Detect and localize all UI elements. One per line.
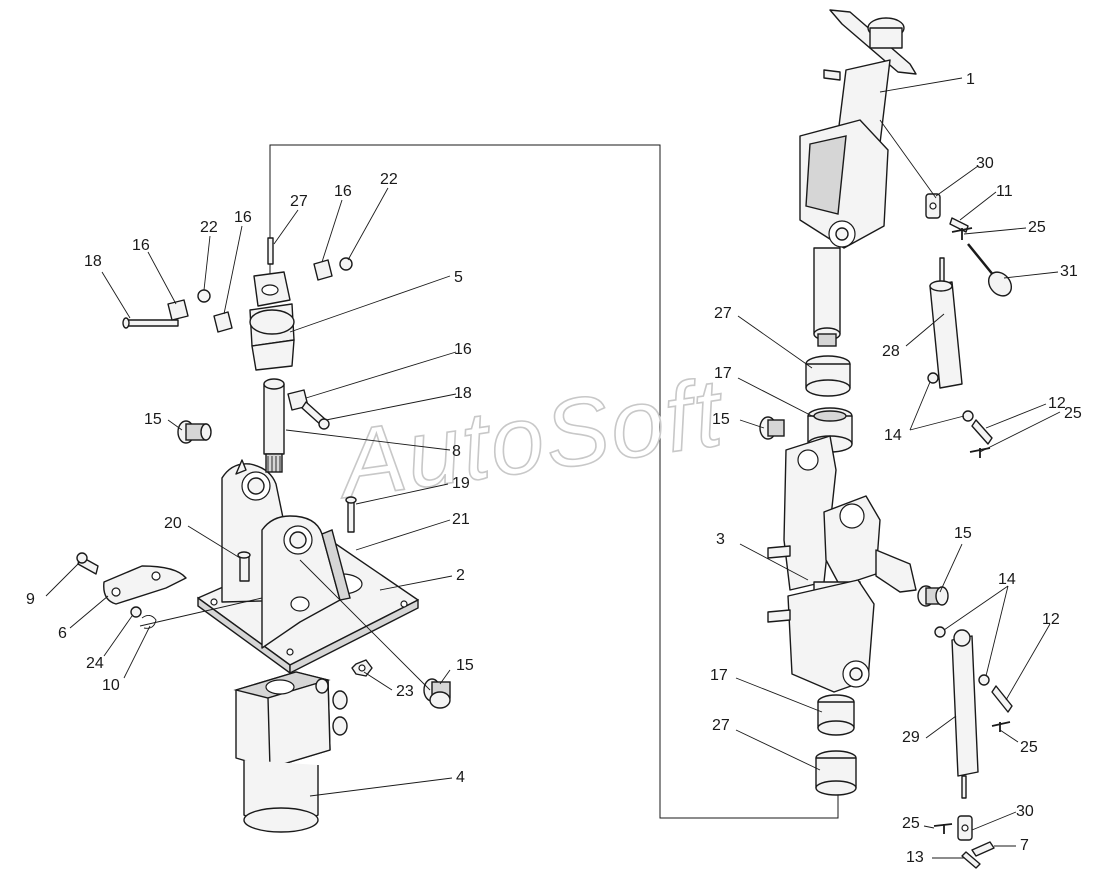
part-1-steering-column	[799, 9, 917, 249]
callout-30-lower: 30	[1016, 803, 1034, 820]
part-25-cotter-d	[933, 823, 953, 834]
callout-2: 2	[456, 567, 465, 584]
callout-10: 10	[102, 677, 120, 694]
callout-22-b: 22	[380, 171, 398, 188]
part-25-cotter-b	[969, 447, 991, 458]
watermark: AutoSoft	[329, 359, 731, 519]
callout-6: 6	[58, 625, 67, 642]
callout-19: 19	[452, 475, 470, 492]
part-18-bolt-right	[301, 401, 330, 430]
callout-17-lower: 17	[710, 667, 728, 684]
callout-1: 1	[966, 71, 975, 88]
callout-17-upper: 17	[714, 365, 732, 382]
callout-15-b: 15	[456, 657, 474, 674]
part-12-pin-upper	[971, 419, 993, 445]
part-27-bushing-upper	[805, 355, 851, 397]
part-24-ring	[130, 606, 142, 618]
callout-labels: 18 16 22 16 27 16 22 5 16 18 8 15 19 21 …	[26, 71, 1082, 866]
callout-27-lower: 27	[712, 717, 730, 734]
part-22-nut-a	[197, 289, 211, 303]
callout-28: 28	[882, 343, 900, 360]
part-15-plug-right-upper	[759, 416, 785, 440]
callout-3: 3	[716, 531, 725, 548]
callout-16-b: 16	[234, 209, 252, 226]
callout-8: 8	[452, 443, 461, 460]
part-29-gas-spring	[951, 629, 979, 799]
part-19-bolt	[345, 496, 357, 533]
callout-15-c: 15	[712, 411, 730, 428]
part-22-nut-b	[339, 257, 353, 271]
part-14-ball-b	[962, 410, 974, 422]
part-20-screw	[237, 551, 251, 582]
callout-18-right: 18	[454, 385, 472, 402]
callout-27-left: 27	[290, 193, 308, 210]
callout-15-d: 15	[954, 525, 972, 542]
callout-11: 11	[996, 183, 1013, 200]
part-15-plug-upper-left	[177, 420, 212, 444]
part-7-pin	[971, 841, 995, 857]
part-4-steering-pump	[233, 671, 348, 833]
leader-lines	[45, 77, 1061, 859]
part-16-washer-a	[167, 299, 189, 321]
part-14-ball-a	[927, 372, 939, 384]
callout-13: 13	[906, 849, 924, 866]
callout-16-a: 16	[132, 237, 150, 254]
part-5-universal-joint	[249, 237, 295, 371]
part-14-ball-d	[978, 674, 990, 686]
part-31-knob	[967, 243, 1013, 297]
callout-14-lower: 14	[998, 571, 1016, 588]
callout-31: 31	[1060, 263, 1078, 280]
part-25-cotter-a	[951, 227, 973, 240]
part-23-nut	[351, 659, 373, 677]
part-15-plug-right-lower	[917, 585, 949, 607]
part-13-pin	[961, 851, 981, 869]
callout-12-lower: 12	[1042, 611, 1060, 628]
part-16-washer-b	[213, 311, 233, 333]
callout-29: 29	[902, 729, 920, 746]
callout-4: 4	[456, 769, 465, 786]
part-28-gas-spring	[929, 257, 963, 389]
part-3-lower-bracket	[767, 435, 917, 693]
callout-16-c: 16	[334, 183, 352, 200]
part-11-pin	[949, 217, 969, 233]
callout-16-d: 16	[454, 341, 472, 358]
callout-25-c: 25	[1020, 739, 1038, 756]
callout-25-a: 25	[1028, 219, 1046, 236]
part-9-fitting	[76, 552, 99, 575]
callout-18-left: 18	[84, 253, 102, 270]
part-18-bolt-left	[122, 317, 179, 329]
callout-27-upper: 27	[714, 305, 732, 322]
assembly-connection-frame	[269, 144, 839, 819]
part-14-ball-c	[934, 626, 946, 638]
callout-15-a: 15	[144, 411, 162, 428]
callout-30-upper: 30	[976, 155, 994, 172]
callout-14-upper: 14	[884, 427, 902, 444]
part-8-spline-shaft	[263, 378, 285, 473]
part-16-washer-c	[313, 259, 333, 281]
callout-5: 5	[454, 269, 463, 286]
callout-22-a: 22	[200, 219, 218, 236]
part-15-plug-lower-left	[423, 678, 451, 709]
callout-21: 21	[452, 511, 470, 528]
callout-7: 7	[1020, 837, 1029, 854]
part-6-lever	[103, 565, 187, 605]
part-27-bushing-lower	[815, 750, 857, 796]
part-30-fork-lower	[957, 815, 973, 841]
part-12-pin-lower	[991, 685, 1013, 713]
callout-25-d: 25	[902, 815, 920, 832]
callout-23: 23	[396, 683, 414, 700]
callout-24: 24	[86, 655, 104, 672]
callout-25-b: 25	[1064, 405, 1082, 422]
part-1-column-shaft	[813, 247, 841, 347]
callout-9: 9	[26, 591, 35, 608]
part-30-fork-upper	[925, 193, 941, 219]
part-10-circlip	[141, 615, 157, 629]
callout-20: 20	[164, 515, 182, 532]
part-17-bearing-lower	[817, 694, 855, 736]
part-21-front-bracket	[261, 515, 351, 649]
callout-12-upper: 12	[1048, 395, 1066, 412]
